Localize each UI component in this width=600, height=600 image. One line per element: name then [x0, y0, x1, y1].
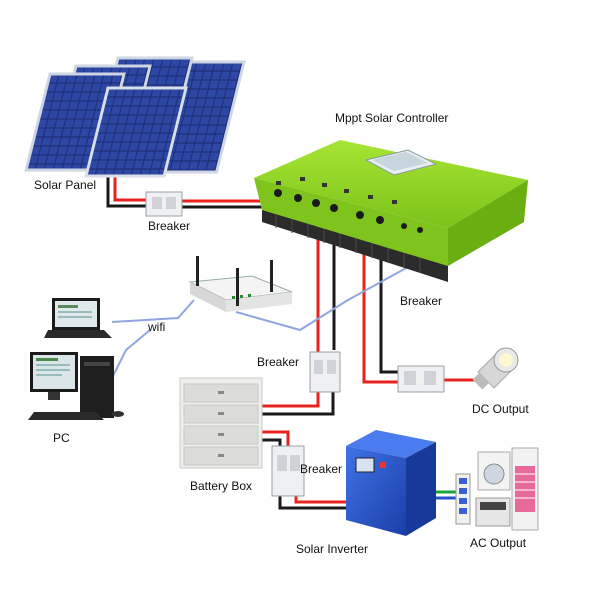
breaker-label-inverter: Breaker — [300, 462, 343, 476]
ac-output-label: AC Output — [470, 536, 527, 550]
breaker-label-dc: Breaker — [400, 294, 443, 308]
dc-output-label: DC Output — [472, 402, 529, 416]
solar-panel-label: Solar Panel — [34, 178, 97, 192]
pc-label: PC — [53, 431, 70, 445]
battery-box-label: Battery Box — [190, 479, 253, 493]
solar-inverter-label: Solar Inverter — [296, 542, 369, 556]
wifi-router-icon — [188, 256, 293, 312]
inverter-icon — [346, 430, 436, 536]
controller-label: Mppt Solar Controller — [335, 111, 449, 125]
breaker-label-battery: Breaker — [257, 355, 300, 369]
wifi-label: wifi — [148, 320, 166, 334]
home-appliances-icon — [455, 447, 539, 531]
battery-cabinet-icon — [179, 377, 263, 469]
breaker-label-panel: Breaker — [148, 219, 191, 233]
circuit-breaker-icon — [145, 191, 445, 497]
desktop-pc-icon — [28, 352, 124, 420]
solar-panel-icon — [24, 56, 246, 178]
laptop-icon — [44, 298, 112, 338]
led-bulb-icon — [472, 347, 519, 390]
charge-controller-icon — [254, 140, 528, 282]
